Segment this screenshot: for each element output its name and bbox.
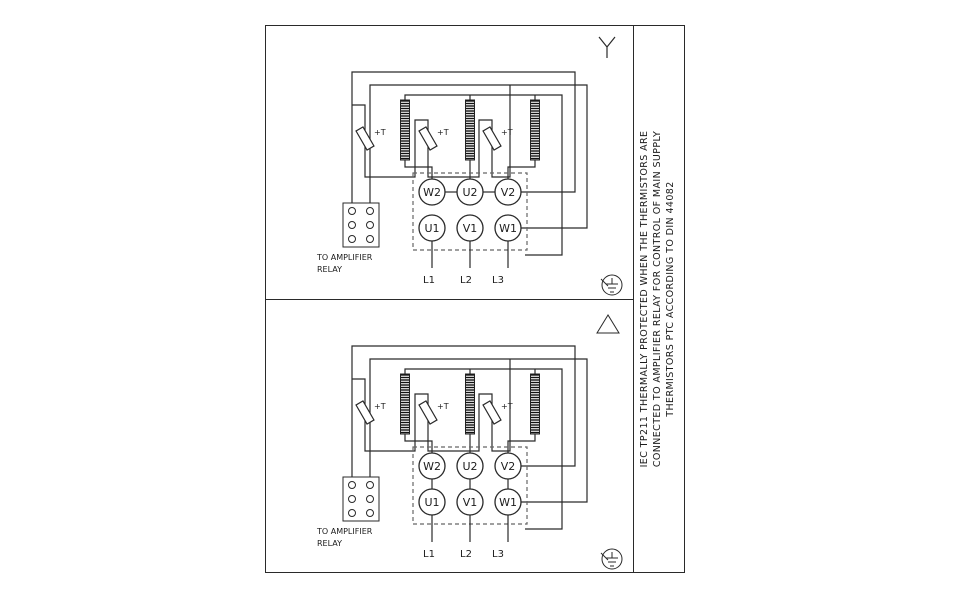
terminal-label: U2 xyxy=(462,460,477,473)
terminal-circle xyxy=(494,452,522,480)
winding-coil xyxy=(465,373,475,435)
thermistor-symbol: +T xyxy=(355,126,386,151)
relay-label: RELAY xyxy=(317,265,342,274)
wire-w1-link xyxy=(404,160,433,179)
relay-pin xyxy=(366,235,374,243)
terminal-label: W2 xyxy=(423,460,441,473)
sidebar-note-line3: THERMISTORS PTC ACCORDING TO DIN 44082 xyxy=(665,181,676,417)
terminal-circle xyxy=(456,178,484,206)
supply-label: L2 xyxy=(460,549,472,560)
wire-thermistor-branch xyxy=(352,378,366,400)
relay-pin xyxy=(348,495,356,503)
terminal-label: V1 xyxy=(463,222,478,235)
relay-label: RELAY xyxy=(317,539,342,548)
winding-coil xyxy=(530,373,540,435)
delta-connection-icon xyxy=(596,314,620,334)
wire-winding-bus xyxy=(404,368,563,530)
relay-pin xyxy=(348,221,356,229)
terminal-label: W2 xyxy=(423,186,441,199)
terminal-circle xyxy=(418,488,446,516)
thermistor-label: +T xyxy=(501,128,513,137)
terminal-circle xyxy=(494,214,522,242)
terminal-label: V1 xyxy=(463,496,478,509)
supply-label: L2 xyxy=(460,275,472,286)
wire-thermistor-branch xyxy=(352,104,366,126)
wire-t1-t2 xyxy=(364,393,429,452)
terminal-circle xyxy=(418,178,446,206)
relay-pin xyxy=(366,509,374,517)
terminal-label: U1 xyxy=(424,222,439,235)
panel-star: +T +T +T W2 U2 V2 xyxy=(316,36,623,296)
relay-pin xyxy=(366,221,374,229)
terminal-circle xyxy=(418,452,446,480)
winding-coil xyxy=(400,99,410,161)
thermistor-symbol: +T xyxy=(418,126,449,151)
thermistor-symbol: +T xyxy=(482,126,513,151)
terminal-circle xyxy=(494,178,522,206)
relay-pin xyxy=(348,207,356,215)
relay-label: TO AMPLIFIER xyxy=(316,527,373,536)
relay-pin xyxy=(348,509,356,517)
wire-relay-left xyxy=(351,345,576,477)
relay-pin xyxy=(348,235,356,243)
terminal-circle xyxy=(456,452,484,480)
supply-label: L3 xyxy=(492,549,504,560)
sidebar-note-line2: CONNECTED TO AMPLIFIER RELAY FOR CONTROL… xyxy=(652,131,663,467)
supply-label: L1 xyxy=(423,275,435,286)
sidebar-note-line1: IEC TP211 THERMALLY PROTECTED WHEN THE T… xyxy=(639,131,650,468)
relay-pin xyxy=(348,481,356,489)
ground-icon xyxy=(600,274,623,296)
thermistor-symbol: +T xyxy=(418,400,449,425)
thermistor-label: +T xyxy=(501,402,513,411)
supply-label: L3 xyxy=(492,275,504,286)
winding-coil xyxy=(530,99,540,161)
relay-pin xyxy=(366,481,374,489)
wire-t1-t2 xyxy=(364,119,429,178)
terminal-circle xyxy=(494,488,522,516)
terminal-circle xyxy=(456,214,484,242)
thermistor-symbol: +T xyxy=(482,400,513,425)
wire-w1-link xyxy=(404,434,433,453)
terminal-label: U2 xyxy=(462,186,477,199)
panel-delta: +T +T +T W2 U2 V2 U1 V1 W xyxy=(316,314,623,570)
winding-coil xyxy=(465,99,475,161)
wire-winding-bus xyxy=(404,94,563,256)
terminal-label: V2 xyxy=(501,186,516,199)
terminal-circle xyxy=(456,488,484,516)
thermistor-symbol: +T xyxy=(355,400,386,425)
thermistor-label: +T xyxy=(437,128,449,137)
wire-w3-link xyxy=(507,434,536,453)
ground-icon xyxy=(600,548,623,570)
winding-coil xyxy=(400,373,410,435)
wire-relay-left xyxy=(351,71,576,203)
terminal-label: U1 xyxy=(424,496,439,509)
star-connection-icon xyxy=(598,36,616,58)
terminal-label: V2 xyxy=(501,460,516,473)
relay-label: TO AMPLIFIER xyxy=(316,253,373,262)
thermistor-label: +T xyxy=(437,402,449,411)
relay-connector xyxy=(342,476,380,522)
wire-relay-right xyxy=(369,84,588,229)
relay-connector xyxy=(342,202,380,248)
supply-label: L1 xyxy=(423,549,435,560)
relay-pin xyxy=(366,207,374,215)
wire-t3-return xyxy=(491,359,511,452)
thermistor-label: +T xyxy=(374,402,386,411)
terminal-label: W1 xyxy=(499,496,517,509)
terminal-circle xyxy=(418,214,446,242)
terminal-label: W1 xyxy=(499,222,517,235)
wire-t3-return xyxy=(491,85,511,178)
wire-relay-right xyxy=(369,358,588,503)
relay-pin xyxy=(366,495,374,503)
thermistor-label: +T xyxy=(374,128,386,137)
wire-w3-link xyxy=(507,160,536,179)
